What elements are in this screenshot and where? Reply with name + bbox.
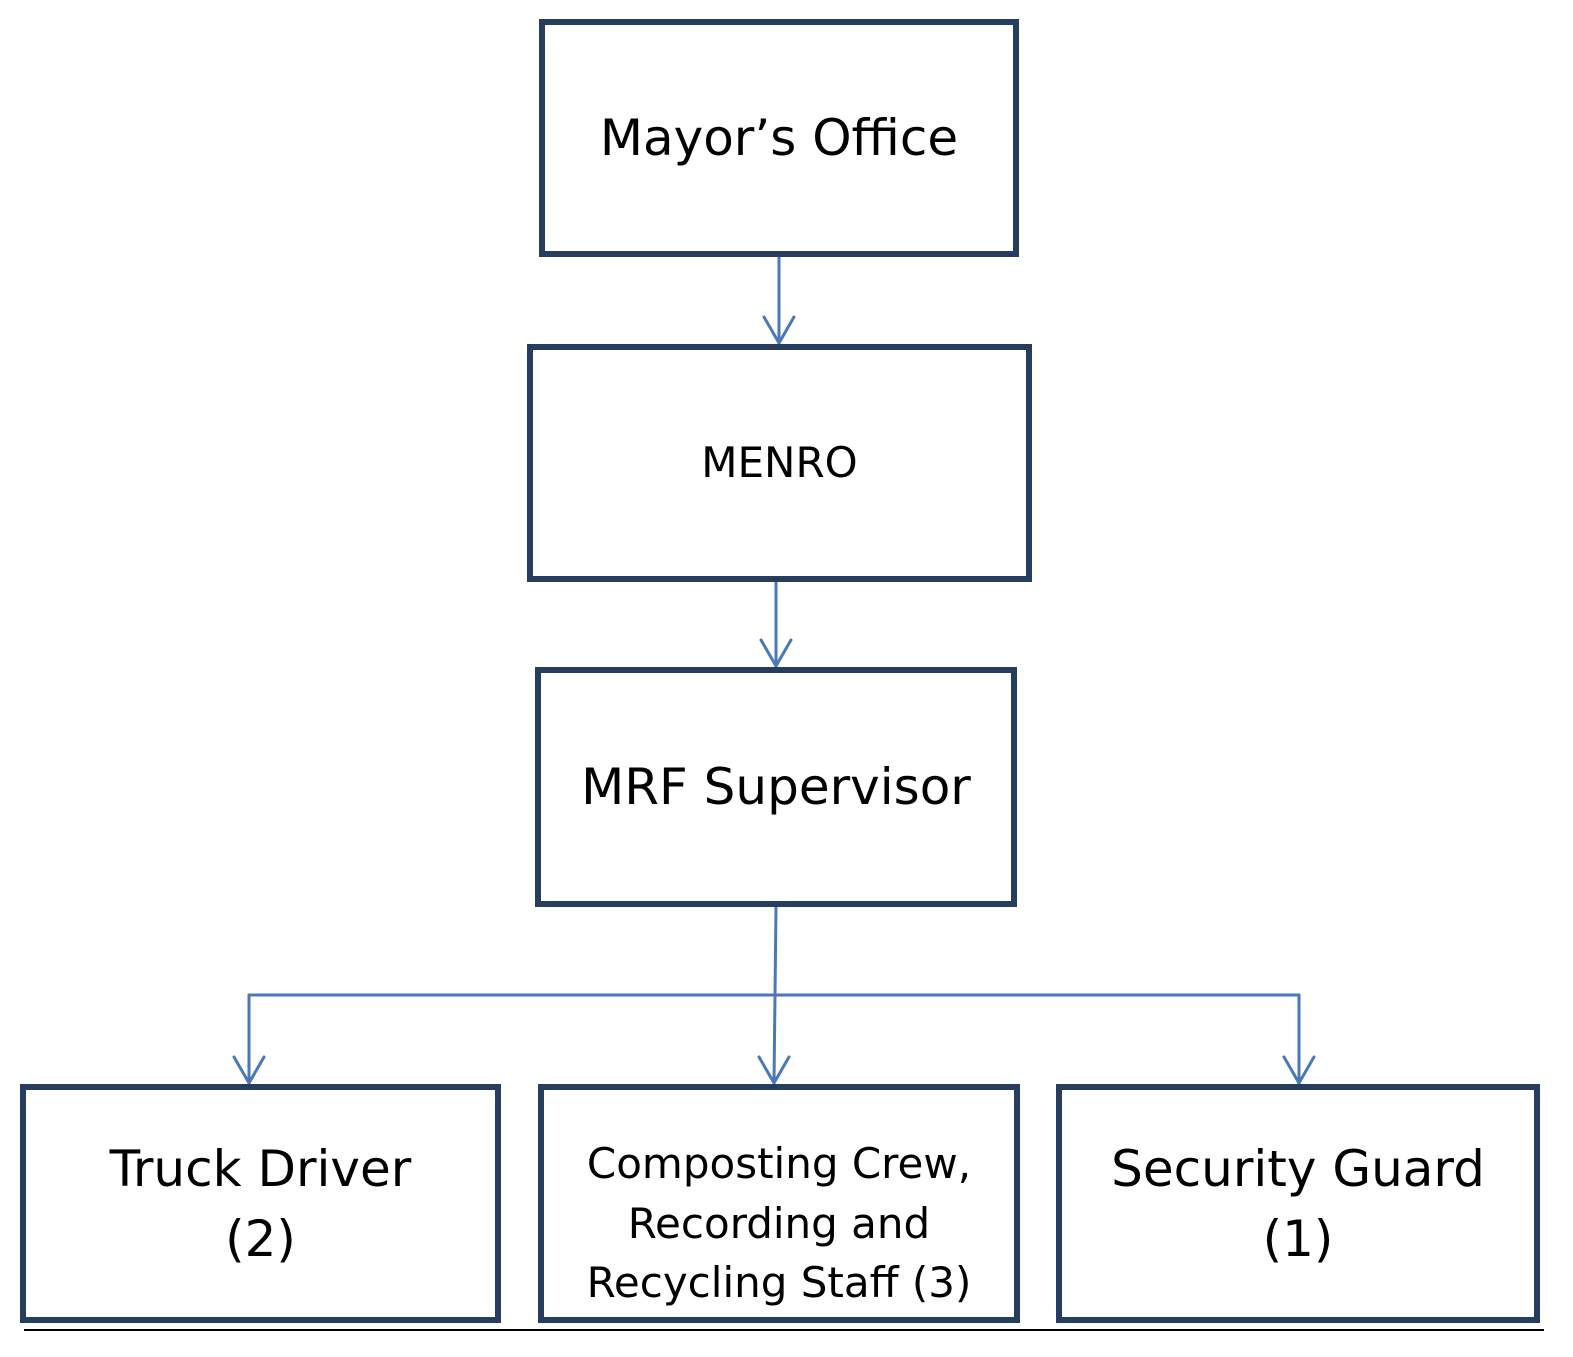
truck-driver-box: Truck Driver (2) (20, 1084, 501, 1323)
truck-driver-label: Truck Driver (2) (109, 1139, 412, 1268)
arrowhead-crew-icon (757, 1055, 791, 1085)
arrowhead-menro-icon (762, 315, 796, 345)
composting-crew-box: Composting Crew, Recording and Recycling… (538, 1084, 1020, 1323)
mrf-supervisor-label: MRF Supervisor (581, 758, 971, 816)
mrf-supervisor-box: MRF Supervisor (535, 667, 1017, 907)
arrowhead-security-icon (1282, 1055, 1316, 1085)
menro-label: MENRO (701, 437, 858, 487)
security-guard-label: Security Guard (1) (1111, 1139, 1485, 1268)
mayors-office-label: Mayor’s Office (599, 109, 959, 167)
menro-box: MENRO (527, 344, 1032, 582)
arrowhead-mrf-icon (759, 638, 793, 668)
composting-crew-label: Composting Crew, Recording and Recycling… (586, 1139, 972, 1308)
bottom-divider (24, 1329, 1544, 1331)
security-guard-box: Security Guard (1) (1056, 1084, 1540, 1323)
arrowhead-truck-icon (232, 1055, 266, 1085)
mayors-office-box: Mayor’s Office (539, 19, 1019, 257)
